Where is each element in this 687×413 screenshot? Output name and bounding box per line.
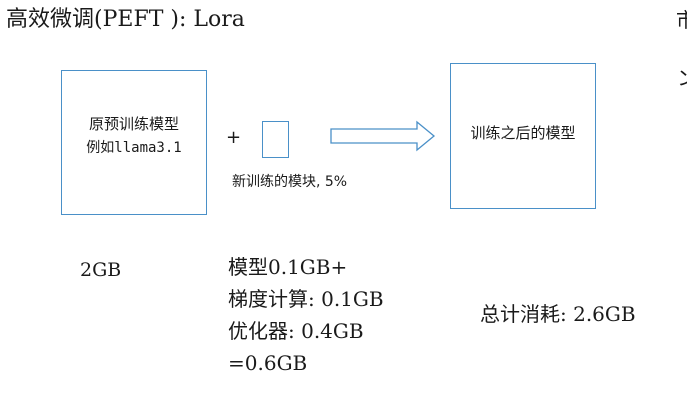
result-model-box (450, 63, 596, 209)
result-model-label: 训练之后的模型 (470, 124, 576, 142)
base-model-example: 例如llama3.1 (86, 140, 182, 156)
new-module-box (262, 121, 289, 158)
base-model-label: 原预训练模型 例如llama3.1 (61, 112, 207, 160)
cost-breakdown: 模型0.1GB+ 梯度计算: 0.1GB 优化器: 0.4GB =0.6GB (228, 251, 384, 379)
base-model-box (61, 70, 207, 215)
right-arrow-icon (330, 120, 436, 152)
cropped-edge-char: ン (677, 64, 687, 92)
cropped-edge-char: 市 (676, 8, 687, 32)
base-model-size: 2GB (80, 259, 122, 281)
cost-sum: =0.6GB (228, 351, 308, 375)
base-model-name: 原预训练模型 (88, 115, 179, 133)
total-cost: 总计消耗: 2.6GB (480, 302, 636, 326)
cost-gradient: 梯度计算: 0.1GB (228, 287, 384, 311)
cost-model: 模型0.1GB+ (228, 255, 348, 279)
plus-sign: + (226, 127, 242, 148)
cost-optimizer: 优化器: 0.4GB (228, 319, 364, 343)
page-title: 高效微调(PEFT ): Lora (6, 7, 245, 32)
new-module-label: 新训练的模块, 5% (232, 174, 348, 190)
